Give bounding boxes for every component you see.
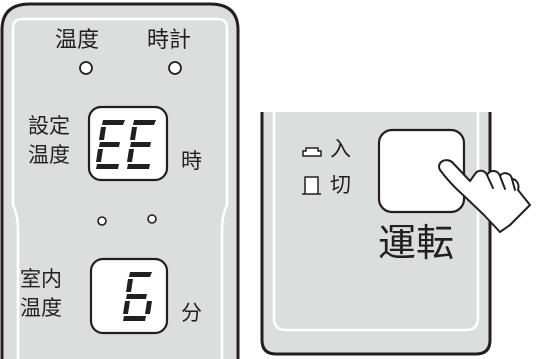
left-panel-body: [0, 2, 240, 359]
switch-off-icon: [302, 176, 321, 195]
set-temperature-display: [89, 107, 167, 180]
temperature-led: [79, 61, 93, 75]
pointing-hand-icon: [438, 159, 531, 233]
room-temperature-digits: [123, 272, 152, 321]
room-temperature-label-line1: 室内: [20, 267, 62, 291]
right-panel-inner-frame: [272, 112, 480, 332]
set-temperature-display-window: [87, 105, 169, 182]
run-button-label: 運転: [378, 221, 455, 265]
room-temperature-unit-label: 分: [181, 301, 202, 325]
clock-indicator-label: 時計: [147, 28, 192, 53]
set-temperature-label-line2: 温度: [28, 143, 70, 167]
switch-on-icon: [302, 147, 322, 157]
room-temperature-label-line2: 温度: [20, 296, 62, 320]
colon-dot-upper: [97, 216, 107, 226]
colon-dot-lower: [147, 214, 157, 224]
run-button-shape: [377, 128, 466, 214]
room-temperature-display: [91, 259, 167, 333]
switch-on-label: 入: [330, 137, 351, 161]
clock-led: [168, 61, 182, 75]
run-button[interactable]: [379, 130, 464, 212]
set-temperature-digits: [96, 120, 156, 169]
left-panel-inner-frame: [11, 17, 229, 359]
set-temperature-unit-label: 時: [181, 149, 202, 173]
switch-off-label: 切: [330, 173, 351, 197]
set-temperature-label-line1: 設定: [28, 114, 70, 138]
temperature-indicator-label: 温度: [55, 28, 100, 53]
